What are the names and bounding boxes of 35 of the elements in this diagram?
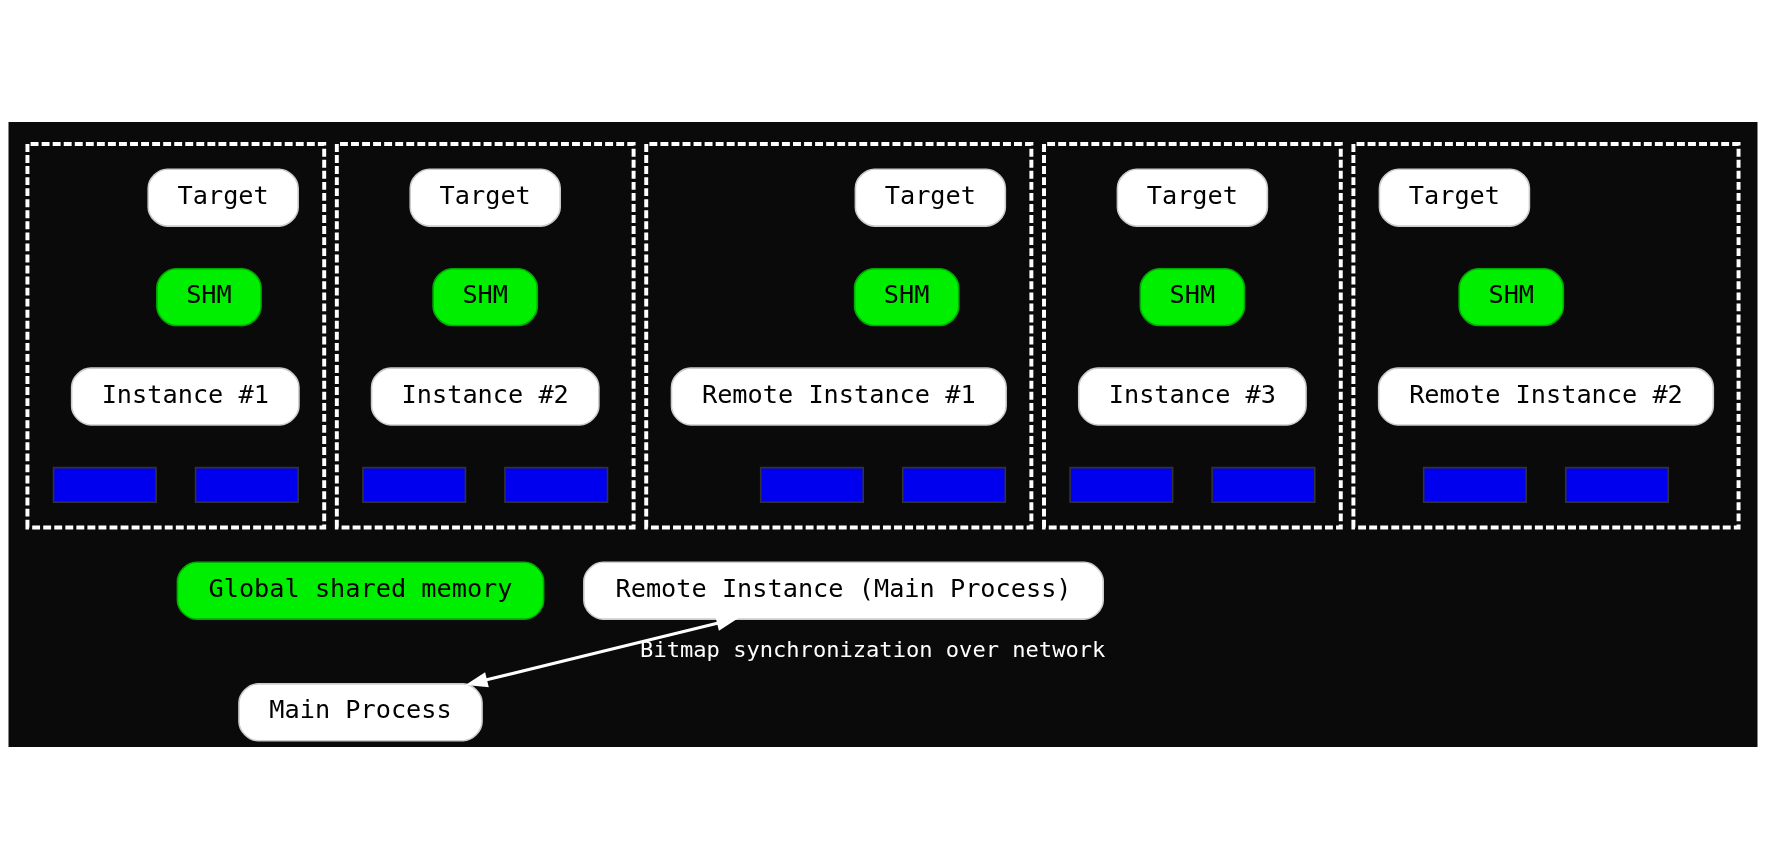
- node-box: Remote Instance #1: [670, 366, 1007, 426]
- node-bar: [1564, 466, 1670, 503]
- node-box: Remote Instance #2: [1377, 366, 1715, 426]
- node-bar: [901, 466, 1007, 503]
- node-box: Target: [1378, 167, 1531, 227]
- node-box: SHM: [432, 267, 539, 326]
- node-box: Main Process: [238, 682, 483, 741]
- node-box: SHM: [156, 267, 262, 326]
- node-box: Target: [147, 167, 299, 227]
- node-bar: [1069, 466, 1174, 503]
- node-bar: [362, 466, 467, 503]
- cluster: [25, 141, 327, 530]
- node-bar: [52, 466, 157, 503]
- cluster: [1042, 141, 1343, 530]
- node-bar: [1422, 466, 1528, 503]
- node-box: SHM: [1458, 267, 1565, 326]
- node-bar: [1211, 466, 1316, 503]
- node-box: Target: [409, 167, 561, 227]
- node-box: Target: [1116, 167, 1269, 227]
- node-bar: [759, 466, 865, 503]
- cluster: [644, 141, 1034, 530]
- node-box: Remote Instance (Main Process): [583, 561, 1104, 620]
- node-bar: [194, 466, 299, 503]
- node-bar: [504, 466, 609, 503]
- node-box: Instance #1: [70, 366, 300, 426]
- node-box: Global shared memory: [176, 561, 545, 620]
- cluster: [1351, 141, 1741, 530]
- node-box: Instance #2: [370, 366, 600, 426]
- arrow: [465, 615, 739, 687]
- node-box: SHM: [853, 267, 960, 326]
- node-box: Target: [854, 167, 1007, 227]
- cluster: [334, 141, 636, 530]
- node-box: SHM: [1139, 267, 1246, 326]
- edge-label: Bitmap synchronization over network: [640, 635, 1106, 662]
- node-box: Instance #3: [1077, 366, 1307, 426]
